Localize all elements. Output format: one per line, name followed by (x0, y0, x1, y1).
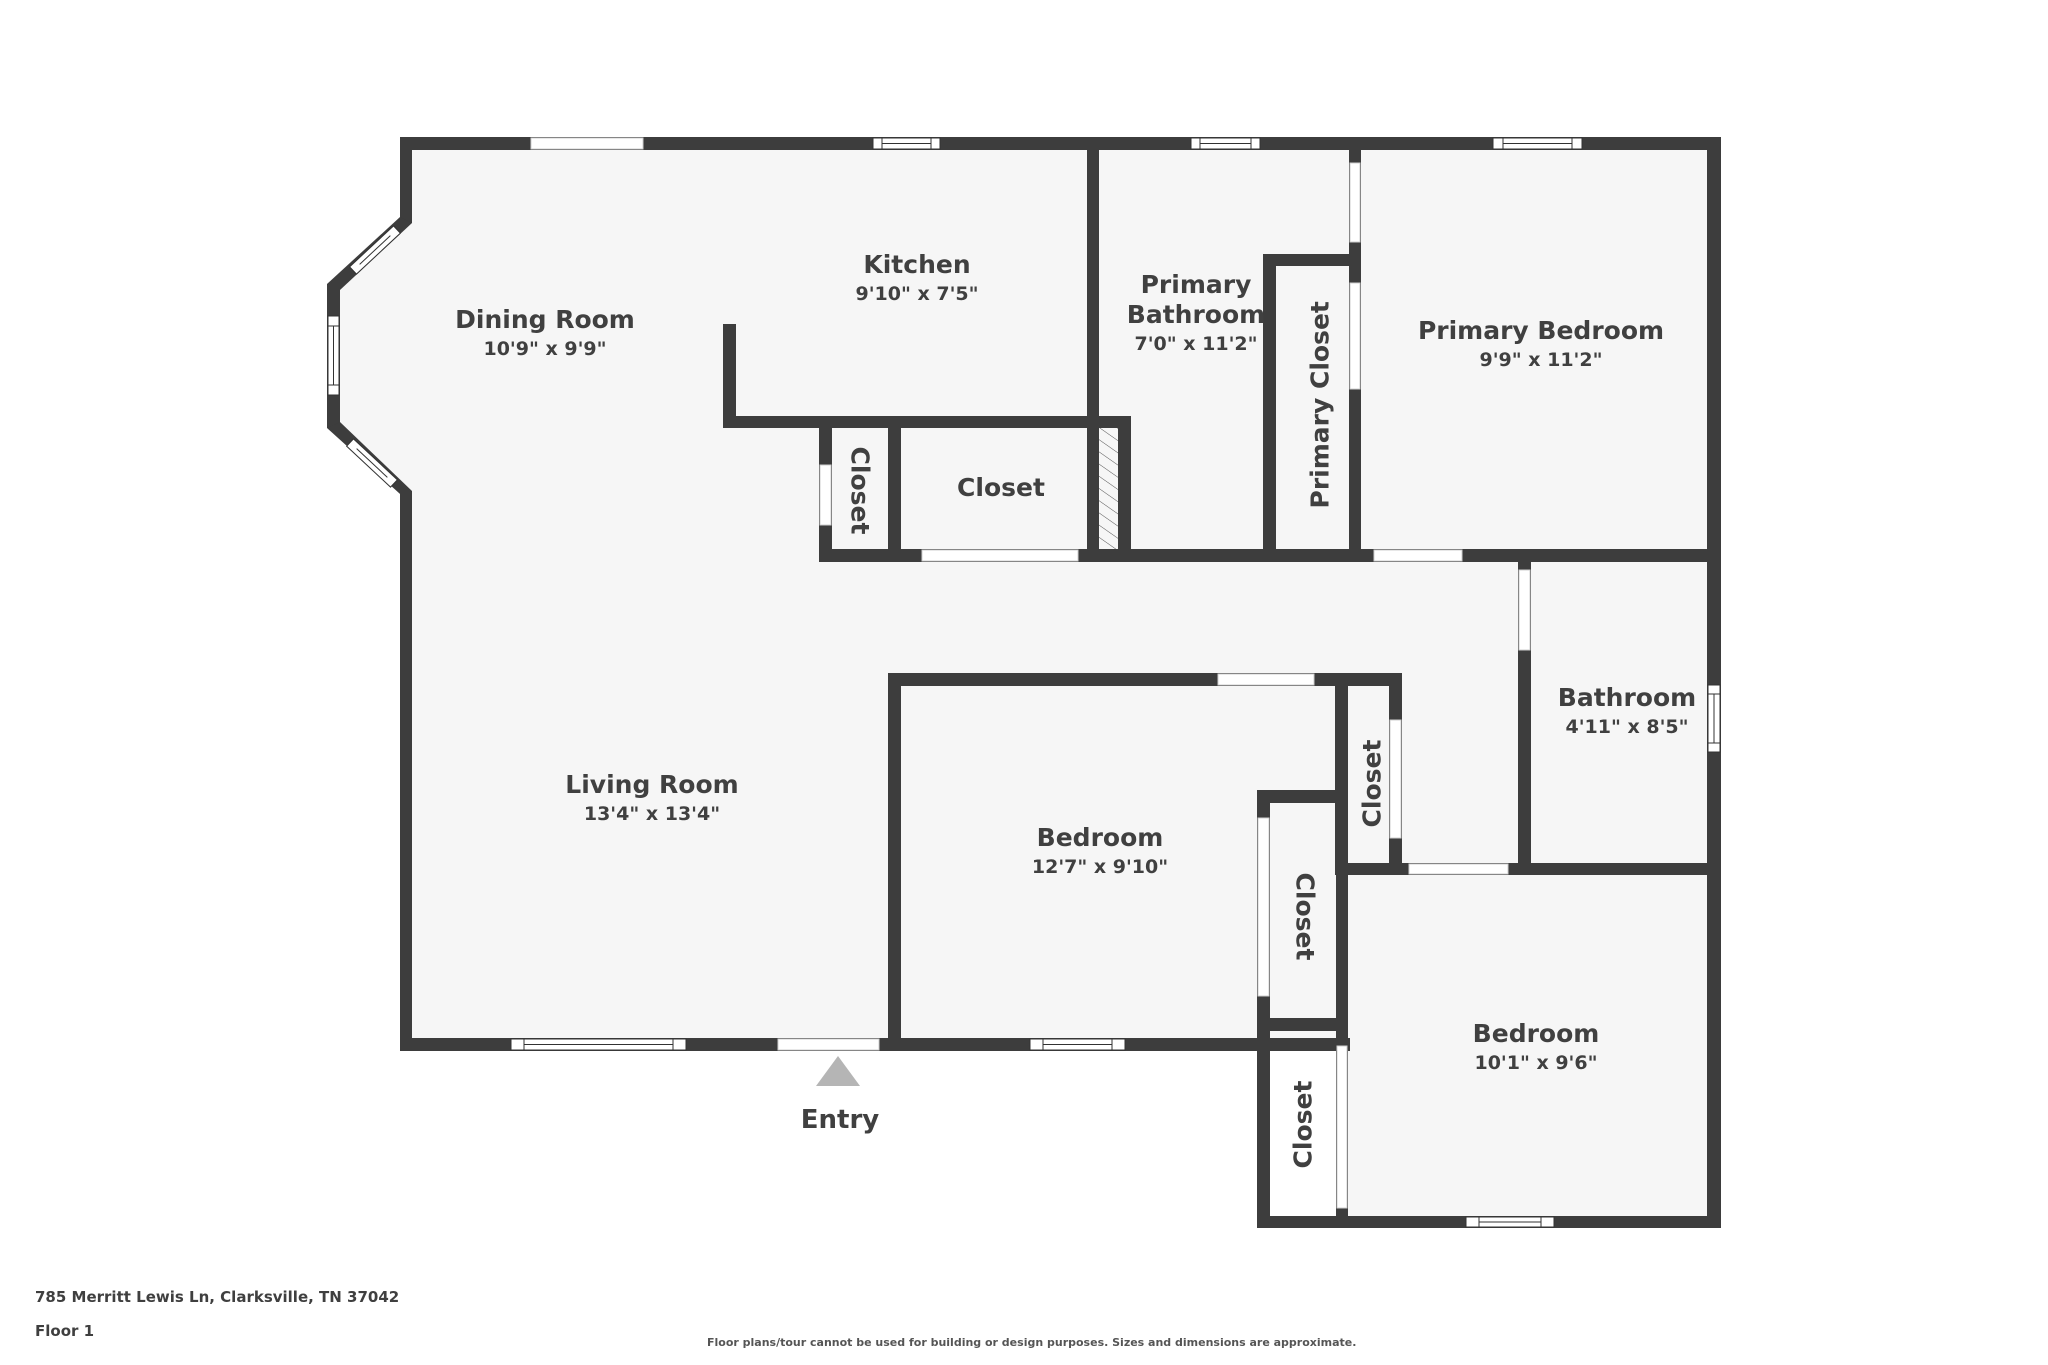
room-dimensions: 7'0" x 11'2" (1134, 333, 1258, 355)
room-small-closet: Closet (845, 446, 875, 535)
windows (327, 137, 1721, 1228)
room-living-room: Living Room 13'4" x 13'4" (565, 770, 738, 826)
room-name-line1: Primary (1140, 270, 1252, 299)
room-name: Primary Bedroom (1417, 316, 1665, 345)
room-hall-closet-2: Closet (1290, 872, 1320, 961)
room-primary-bedroom: Primary Bedroom 9'9" x 11'2" (1418, 316, 1664, 372)
window-icon (1465, 1216, 1555, 1228)
window-icon (1190, 137, 1261, 150)
room-name: Bedroom (1472, 1019, 1600, 1048)
room-dimensions: 9'10" x 7'5" (855, 283, 979, 305)
window-icon (1029, 1038, 1126, 1051)
property-address: 785 Merritt Lewis Ln, Clarksville, TN 37… (35, 1288, 400, 1306)
disclaimer: Floor plans/tour cannot be used for buil… (707, 1336, 1357, 1349)
window-icon (1707, 684, 1721, 753)
shaft-hatch (1099, 428, 1118, 549)
room-name: Living Room (565, 770, 739, 799)
room-dimensions: 10'1" x 9'6" (1474, 1052, 1598, 1074)
window-icon (872, 137, 941, 150)
window-icon (345, 438, 399, 488)
room-hall-closet: Closet (957, 473, 1045, 503)
room-bedroom-1-closet: Closet (1357, 739, 1387, 828)
room-name-line2: Bathroom (1126, 300, 1266, 329)
room-dining-room: Dining Room 10'9" x 9'9" (455, 305, 635, 361)
entry-label: Entry (800, 1105, 880, 1135)
floor-label: Floor 1 (35, 1322, 95, 1340)
room-name: Dining Room (455, 305, 635, 334)
room-dimensions: 13'4" x 13'4" (583, 803, 721, 825)
entry-triangle-icon (816, 1056, 860, 1086)
window-icon (510, 1038, 687, 1051)
room-name: Kitchen (863, 250, 971, 279)
window-icon (327, 315, 340, 396)
room-primary-closet: Primary Closet (1305, 301, 1335, 509)
room-dimensions: 10'9" x 9'9" (483, 338, 607, 360)
window-icon (1492, 137, 1583, 150)
room-bedroom-2-closet: Closet (1288, 1080, 1318, 1169)
room-dimensions: 4'11" x 8'5" (1565, 716, 1689, 738)
window-icon (348, 225, 402, 275)
room-dimensions: 12'7" x 9'10" (1031, 856, 1169, 878)
room-bedroom-2: Bedroom 10'1" x 9'6" (1473, 1019, 1600, 1075)
room-bathroom: Bathroom 4'11" x 8'5" (1558, 683, 1696, 739)
room-bedroom-1: Bedroom 12'7" x 9'10" (1032, 823, 1168, 879)
room-name: Closet (957, 473, 1045, 502)
room-name: Bedroom (1036, 823, 1164, 852)
door-openings (530, 137, 1531, 1209)
room-kitchen: Kitchen 9'10" x 7'5" (855, 250, 978, 306)
room-dimensions: 9'9" x 11'2" (1479, 349, 1603, 371)
room-primary-bathroom: Primary Bathroom 7'0" x 11'2" (1127, 270, 1265, 356)
room-name: Bathroom (1557, 683, 1697, 712)
